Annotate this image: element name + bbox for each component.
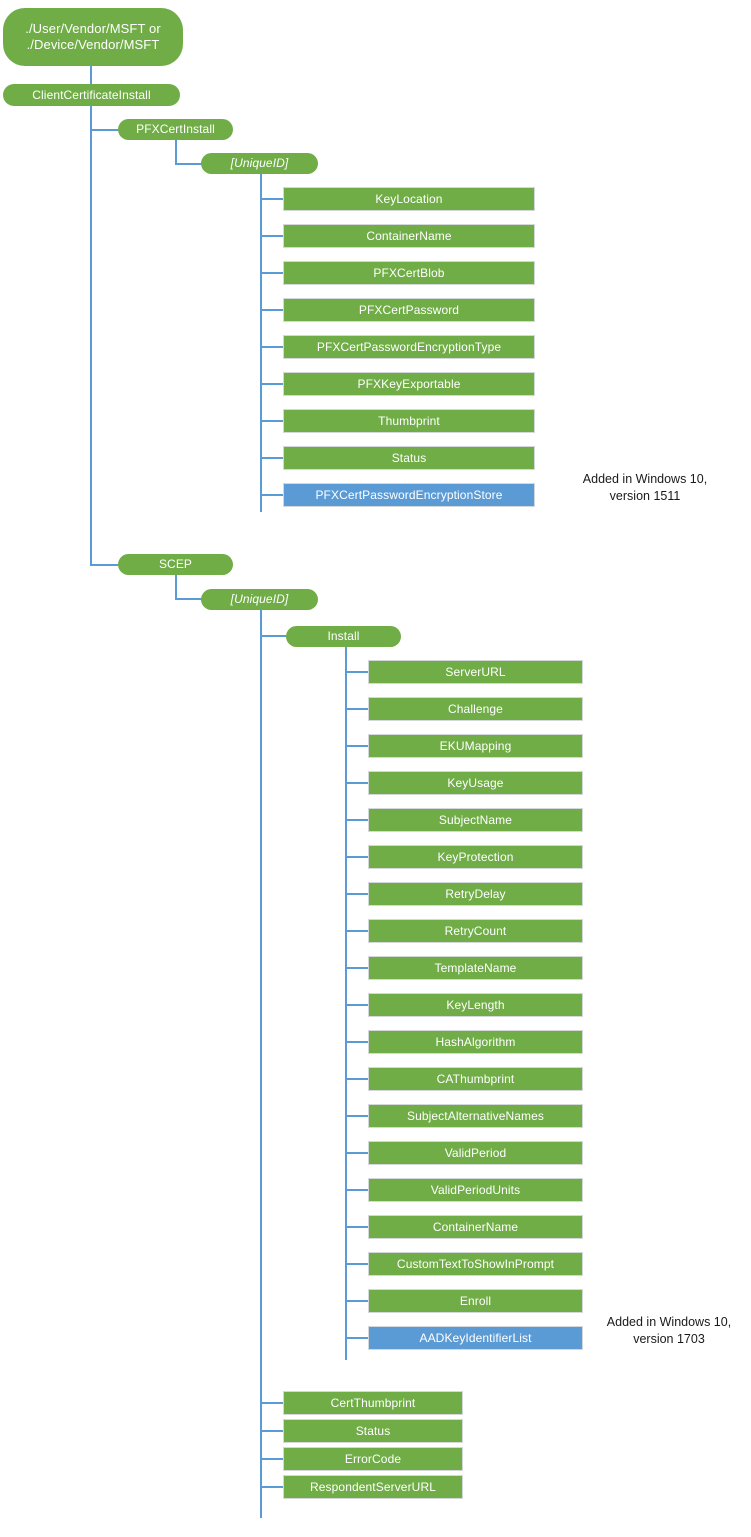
node-scep-unique-id[interactable]: [UniqueID] <box>201 589 318 610</box>
node-install[interactable]: Install <box>286 626 401 647</box>
connector-stub-install_children-6 <box>345 893 368 895</box>
connector-stub-install_children-10 <box>345 1041 368 1043</box>
node-pfx_children-7[interactable]: Status <box>283 446 535 470</box>
connector-stub-scep_children-0 <box>260 1402 283 1404</box>
connector-pfx-cert-install-to-unique-id <box>175 140 177 165</box>
connector-stub-scep <box>90 564 120 566</box>
connector-root-to-client-certificate-install <box>90 66 92 85</box>
node-pfx_children-4[interactable]: PFXCertPasswordEncryptionType <box>283 335 535 359</box>
node-client-certificate-install[interactable]: ClientCertificateInstall <box>3 84 180 106</box>
node-scep[interactable]: SCEP <box>118 554 233 575</box>
connector-stub-install_children-8 <box>345 967 368 969</box>
node-pfx-unique-id[interactable]: [UniqueID] <box>201 153 318 174</box>
connector-stub-pfx_children-5 <box>260 383 283 385</box>
connector-stub-install_children-14 <box>345 1189 368 1191</box>
node-install_children-6[interactable]: RetryDelay <box>368 882 583 906</box>
node-install_children-13[interactable]: ValidPeriod <box>368 1141 583 1165</box>
connector-stub-pfx_children-2 <box>260 272 283 274</box>
node-install_children-17[interactable]: Enroll <box>368 1289 583 1313</box>
connector-stub-pfx_children-1 <box>260 235 283 237</box>
connector-stub-pfx_children-3 <box>260 309 283 311</box>
connector-stub-pfx_children-7 <box>260 457 283 459</box>
node-install_children-14[interactable]: ValidPeriodUnits <box>368 1178 583 1202</box>
node-pfx_children-6[interactable]: Thumbprint <box>283 409 535 433</box>
connector-client-certificate-install-trunk <box>90 106 92 565</box>
connector-stub-install_children-9 <box>345 1004 368 1006</box>
node-root[interactable]: ./User/Vendor/MSFT or ./Device/Vendor/MS… <box>3 8 183 66</box>
node-install_children-7[interactable]: RetryCount <box>368 919 583 943</box>
connector-stub-install_children-1 <box>345 708 368 710</box>
connector-stub-pfx-cert-install <box>90 129 120 131</box>
connector-stub-scep_children-1 <box>260 1430 283 1432</box>
node-install_children-9[interactable]: KeyLength <box>368 993 583 1017</box>
connector-stub-install_children-3 <box>345 782 368 784</box>
connector-stub-install_children-2 <box>345 745 368 747</box>
connector-stub-install_children-0 <box>345 671 368 673</box>
node-scep_children-0[interactable]: CertThumbprint <box>283 1391 463 1415</box>
node-install_children-11[interactable]: CAThumbprint <box>368 1067 583 1091</box>
connector-stub-pfx_children-0 <box>260 198 283 200</box>
node-pfx_children-0[interactable]: KeyLocation <box>283 187 535 211</box>
node-install_children-12[interactable]: SubjectAlternativeNames <box>368 1104 583 1128</box>
node-install_children-16[interactable]: CustomTextToShowInPrompt <box>368 1252 583 1276</box>
connector-stub-install_children-16 <box>345 1263 368 1265</box>
node-install_children-15[interactable]: ContainerName <box>368 1215 583 1239</box>
node-scep_children-1[interactable]: Status <box>283 1419 463 1443</box>
connector-scep-unique-id-trunk <box>260 610 262 1518</box>
connector-stub-install_children-5 <box>345 856 368 858</box>
node-pfx_children-5[interactable]: PFXKeyExportable <box>283 372 535 396</box>
node-pfx-cert-install[interactable]: PFXCertInstall <box>118 119 233 140</box>
connector-stub-install_children-15 <box>345 1226 368 1228</box>
connector-stub-install_children-7 <box>345 930 368 932</box>
connector-stub-scep_children-2 <box>260 1458 283 1460</box>
node-install_children-10[interactable]: HashAlgorithm <box>368 1030 583 1054</box>
connector-stub-pfx-unique-id <box>175 163 203 165</box>
connector-pfx-unique-id-trunk <box>260 174 262 512</box>
connector-stub-pfx_children-4 <box>260 346 283 348</box>
node-install_children-2[interactable]: EKUMapping <box>368 734 583 758</box>
connector-stub-scep_children-3 <box>260 1486 283 1488</box>
node-install_children-8[interactable]: TemplateName <box>368 956 583 980</box>
node-install_children-5[interactable]: KeyProtection <box>368 845 583 869</box>
node-install_children-3[interactable]: KeyUsage <box>368 771 583 795</box>
connector-stub-pfx_children-8 <box>260 494 283 496</box>
connector-stub-install_children-17 <box>345 1300 368 1302</box>
connector-install-trunk <box>345 647 347 1360</box>
node-scep_children-3[interactable]: RespondentServerURL <box>283 1475 463 1499</box>
node-scep_children-2[interactable]: ErrorCode <box>283 1447 463 1471</box>
connector-stub-pfx_children-6 <box>260 420 283 422</box>
connector-stub-install <box>260 635 290 637</box>
node-install_children-4[interactable]: SubjectName <box>368 808 583 832</box>
connector-stub-install_children-11 <box>345 1078 368 1080</box>
node-install_children-0[interactable]: ServerURL <box>368 660 583 684</box>
connector-scep-to-unique-id <box>175 575 177 600</box>
node-pfx_children-3[interactable]: PFXCertPassword <box>283 298 535 322</box>
connector-stub-install_children-4 <box>345 819 368 821</box>
node-pfx_children-8[interactable]: PFXCertPasswordEncryptionStore <box>283 483 535 507</box>
connector-stub-scep-unique-id <box>175 598 203 600</box>
node-pfx_children-2[interactable]: PFXCertBlob <box>283 261 535 285</box>
node-install_children-1[interactable]: Challenge <box>368 697 583 721</box>
node-pfx_children-1[interactable]: ContainerName <box>283 224 535 248</box>
connector-stub-install_children-13 <box>345 1152 368 1154</box>
annotation-1: Added in Windows 10, version 1511 <box>582 472 708 503</box>
annotation-2: Added in Windows 10, version 1703 <box>606 1315 732 1346</box>
node-install_children-18[interactable]: AADKeyIdentifierList <box>368 1326 583 1350</box>
connector-stub-install_children-12 <box>345 1115 368 1117</box>
connector-stub-install_children-18 <box>345 1337 368 1339</box>
